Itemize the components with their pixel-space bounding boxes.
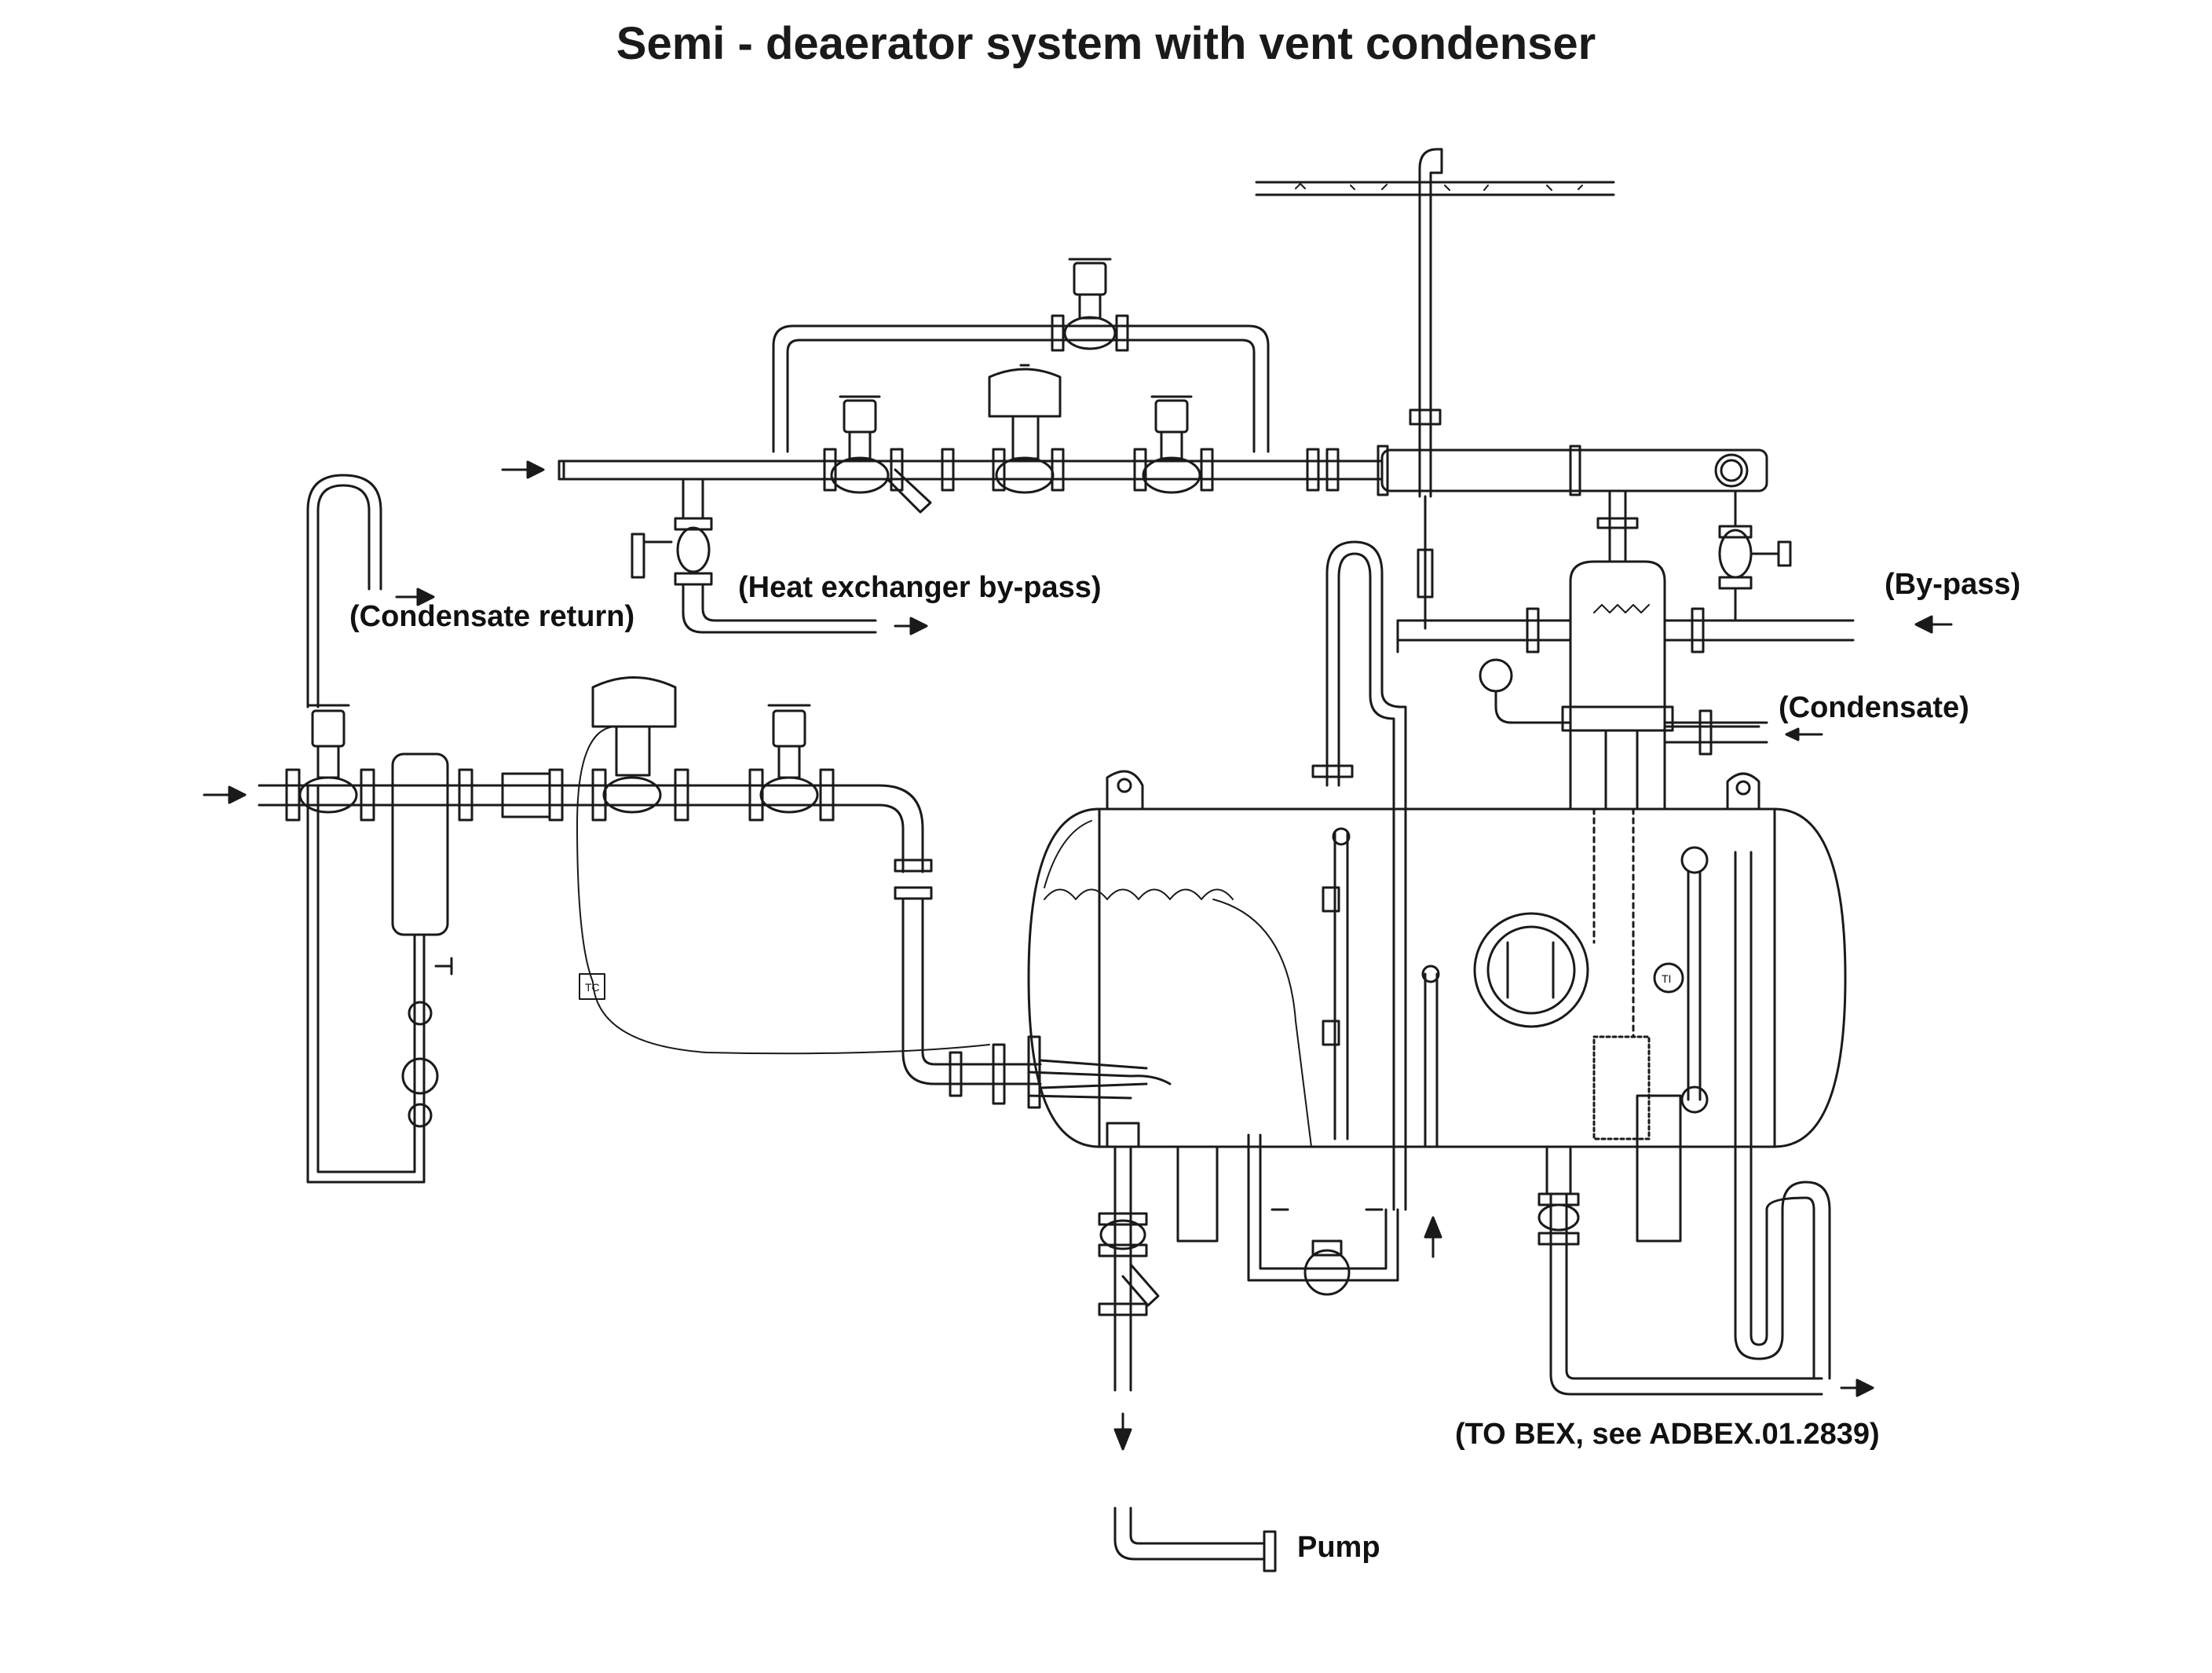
label-pump: Pump xyxy=(1297,1531,1380,1564)
tag-tc: TC xyxy=(585,981,600,994)
label-bypass: (By-pass) xyxy=(1885,568,2020,601)
deaerator-column xyxy=(1479,489,1823,1038)
recirculation-pump xyxy=(1247,1133,1442,1296)
pump-suction-line xyxy=(1098,1122,1277,1572)
heat-exchanger-bypass-branch xyxy=(631,517,928,635)
lower-condensate-line xyxy=(203,676,1148,1109)
label-to-bex: (TO BEX, see ADBEX.01.2839) xyxy=(1455,1418,1880,1451)
main-steam-header xyxy=(501,364,1384,520)
bex-outlet-line xyxy=(1537,1145,1874,1397)
label-heat-exchanger-bypass: (Heat exchanger by-pass) xyxy=(738,571,1102,604)
vent-pipe xyxy=(1409,148,1443,630)
page-title: Semi - deaerator system with vent conden… xyxy=(616,18,1596,69)
label-condensate: (Condensate) xyxy=(1779,691,1969,724)
vent-loop xyxy=(1311,540,1407,1211)
tc-signal-line xyxy=(576,725,990,1055)
separator-drain-line xyxy=(401,933,453,1184)
ceiling-structure xyxy=(1255,181,1615,196)
upper-bypass-loop xyxy=(772,258,1270,453)
right-bypass-branch xyxy=(1396,489,1953,653)
deaerator-tank xyxy=(1027,770,1847,1243)
condensate-return-pipe xyxy=(306,474,435,1184)
label-condensate-return: (Condensate return) xyxy=(349,600,634,633)
tag-ti: TI xyxy=(1662,972,1671,985)
vent-condenser xyxy=(1377,445,1768,496)
